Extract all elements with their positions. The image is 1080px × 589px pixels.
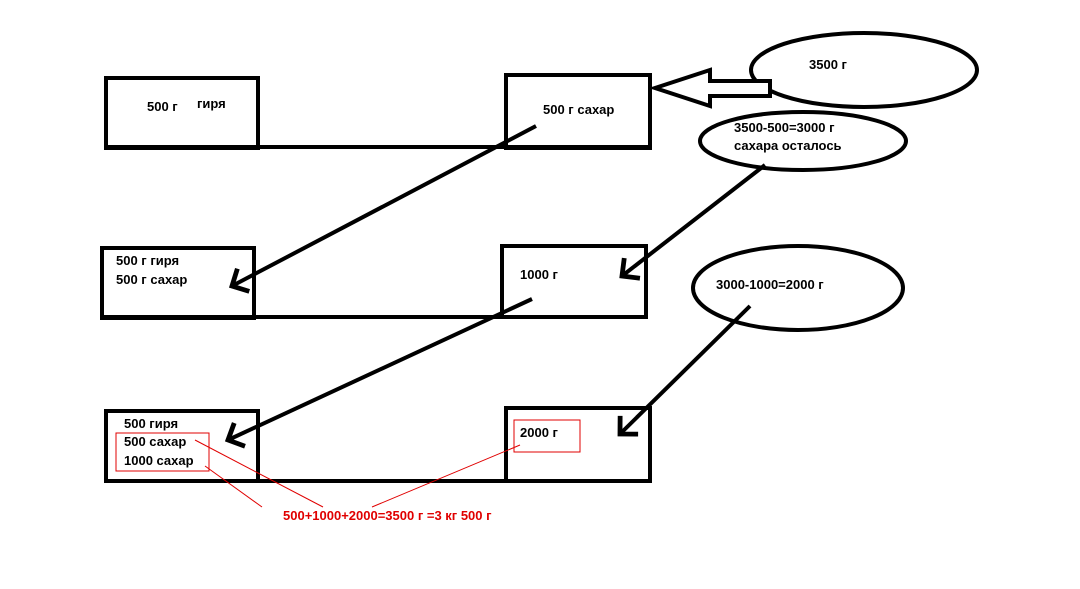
scale-1-left-caption: гиря <box>197 96 226 111</box>
bubble-1-text: 3500 г <box>809 57 848 72</box>
scale-1: 500 г гиря 500 г сахар <box>104 73 652 150</box>
scale-3-left-line-1: 500 гиря <box>124 416 178 431</box>
scale-3-right-label: 2000 г <box>520 425 559 440</box>
bubble-1: 3500 г <box>749 31 979 109</box>
scale-3-left-line-3: 1000 сахар <box>124 453 194 468</box>
scale-2-right-label: 1000 г <box>520 267 559 282</box>
red-connector-left <box>194 439 324 508</box>
bubble-2: 3500-500=3000 г сахара осталось <box>698 110 908 172</box>
bubble-3-text: 3000-1000=2000 г <box>716 277 824 292</box>
scale-3-left-line-2: 500 сахар <box>124 434 186 449</box>
bubble-2-shape <box>698 110 908 172</box>
total-equation: 500+1000+2000=3500 г =3 кг 500 г <box>283 508 492 523</box>
arrow-scale2-to-scale3 <box>224 297 533 449</box>
bubble-2-line-1: 3500-500=3000 г <box>734 120 835 135</box>
bubble-3: 3000-1000=2000 г <box>691 244 905 332</box>
scale-2-left-line-1: 500 г гиря <box>116 253 179 268</box>
scale-3-right-pan <box>504 406 652 483</box>
scale-3-sugar-highlight <box>115 432 210 472</box>
arrow-bubble3-to-scale3 <box>617 304 752 437</box>
bubble-2-line-2: сахара осталось <box>734 138 842 153</box>
arrow-bubble2-to-scale2 <box>619 163 767 281</box>
red-connector-right <box>371 444 521 508</box>
scale-2-left-line-2: 500 г сахар <box>116 272 187 287</box>
scale-3-right-highlight <box>513 419 581 453</box>
scale-3: 500 гиря 500 сахар 1000 сахар 2000 г <box>104 406 652 483</box>
hollow-arrow <box>648 67 772 109</box>
scale-1-right-label: 500 г сахар <box>543 102 614 117</box>
bubble-1-shape <box>749 31 979 109</box>
scale-1-left-pan <box>104 76 260 150</box>
arrow-scale1-to-scale2 <box>228 124 537 294</box>
scale-1-left-weight: 500 г <box>147 99 178 114</box>
scale-2: 500 г гиря 500 г сахар 1000 г <box>100 244 648 320</box>
red-connector-left-2 <box>204 465 263 508</box>
